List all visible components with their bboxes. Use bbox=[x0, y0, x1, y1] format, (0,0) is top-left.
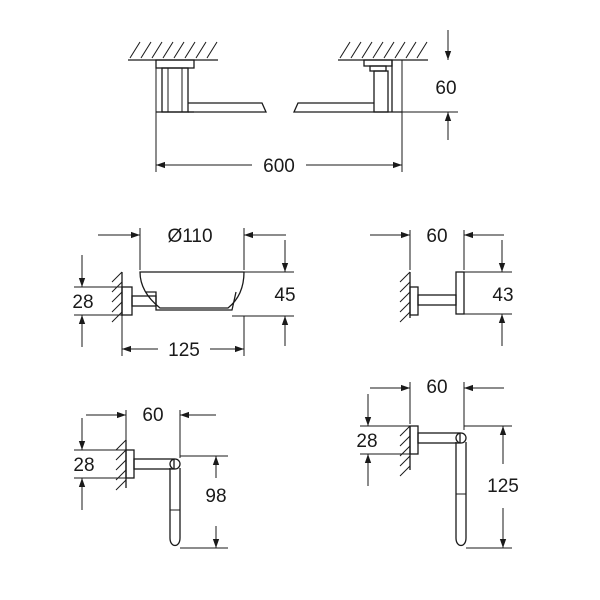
towel-bar-width-label: 600 bbox=[263, 156, 295, 177]
robe-hook-cap bbox=[455, 271, 465, 315]
ring-holder-arm bbox=[133, 458, 175, 470]
ring-holder-drop-label: 98 bbox=[205, 486, 226, 507]
wall-hatch bbox=[399, 271, 411, 323]
soap-dish-plate-label: 28 bbox=[72, 292, 93, 313]
wall-hatch bbox=[399, 425, 411, 477]
soap-dish-drawing: Ø110 45 28 125 bbox=[72, 226, 295, 361]
dimension-60-depth: 60 bbox=[402, 30, 458, 140]
paper-holder-plate-label: 28 bbox=[356, 431, 377, 452]
ring-holder-pivot bbox=[169, 458, 181, 470]
dimension-45: 45 bbox=[232, 240, 296, 346]
ceiling-hatch-right bbox=[338, 41, 428, 61]
dimension-28-soap: 28 bbox=[72, 255, 122, 347]
robe-hook-drawing: 60 43 bbox=[370, 226, 514, 346]
robe-hook-wall-plate bbox=[409, 286, 419, 316]
paper-holder-wall-plate bbox=[409, 425, 419, 455]
paper-holder-drawing: 60 28 125 bbox=[356, 377, 519, 549]
towel-bar-right-bracket bbox=[292, 59, 403, 172]
ceiling-hatch-left bbox=[128, 41, 218, 61]
paper-holder-spindle bbox=[455, 442, 467, 547]
soap-dish-height-label: 45 bbox=[274, 285, 295, 306]
ring-holder-ring bbox=[169, 468, 181, 547]
robe-hook-projection-label: 60 bbox=[426, 226, 447, 247]
robe-hook-arm bbox=[417, 294, 457, 306]
ring-holder-projection-label: 60 bbox=[142, 405, 163, 426]
dimension-600: 600 bbox=[156, 156, 402, 177]
paper-holder-projection-label: 60 bbox=[426, 377, 447, 398]
soap-dish-holder bbox=[146, 291, 237, 311]
paper-holder-pivot bbox=[455, 432, 467, 444]
paper-holder-arm bbox=[417, 432, 461, 444]
towel-bar-drawing: 600 60 bbox=[128, 30, 458, 177]
soap-dish-diameter-label: Ø110 bbox=[167, 226, 212, 247]
wall-hatch bbox=[115, 439, 127, 491]
towel-bar-left-bracket bbox=[155, 59, 268, 172]
soap-dish-wall-plate bbox=[121, 286, 133, 316]
soap-dish-bowl bbox=[139, 271, 245, 309]
dimension-diameter: Ø110 bbox=[98, 226, 286, 270]
ring-holder-drawing: 60 28 98 bbox=[73, 405, 228, 549]
paper-holder-drop-label: 125 bbox=[487, 476, 519, 497]
soap-dish-projection-label: 125 bbox=[168, 340, 200, 361]
dimension-125-soap: 125 bbox=[121, 316, 245, 361]
ring-holder-wall-plate bbox=[125, 449, 135, 479]
robe-hook-height-label: 43 bbox=[492, 285, 513, 306]
towel-bar-depth-label: 60 bbox=[435, 78, 456, 99]
ring-holder-plate-label: 28 bbox=[73, 455, 94, 476]
